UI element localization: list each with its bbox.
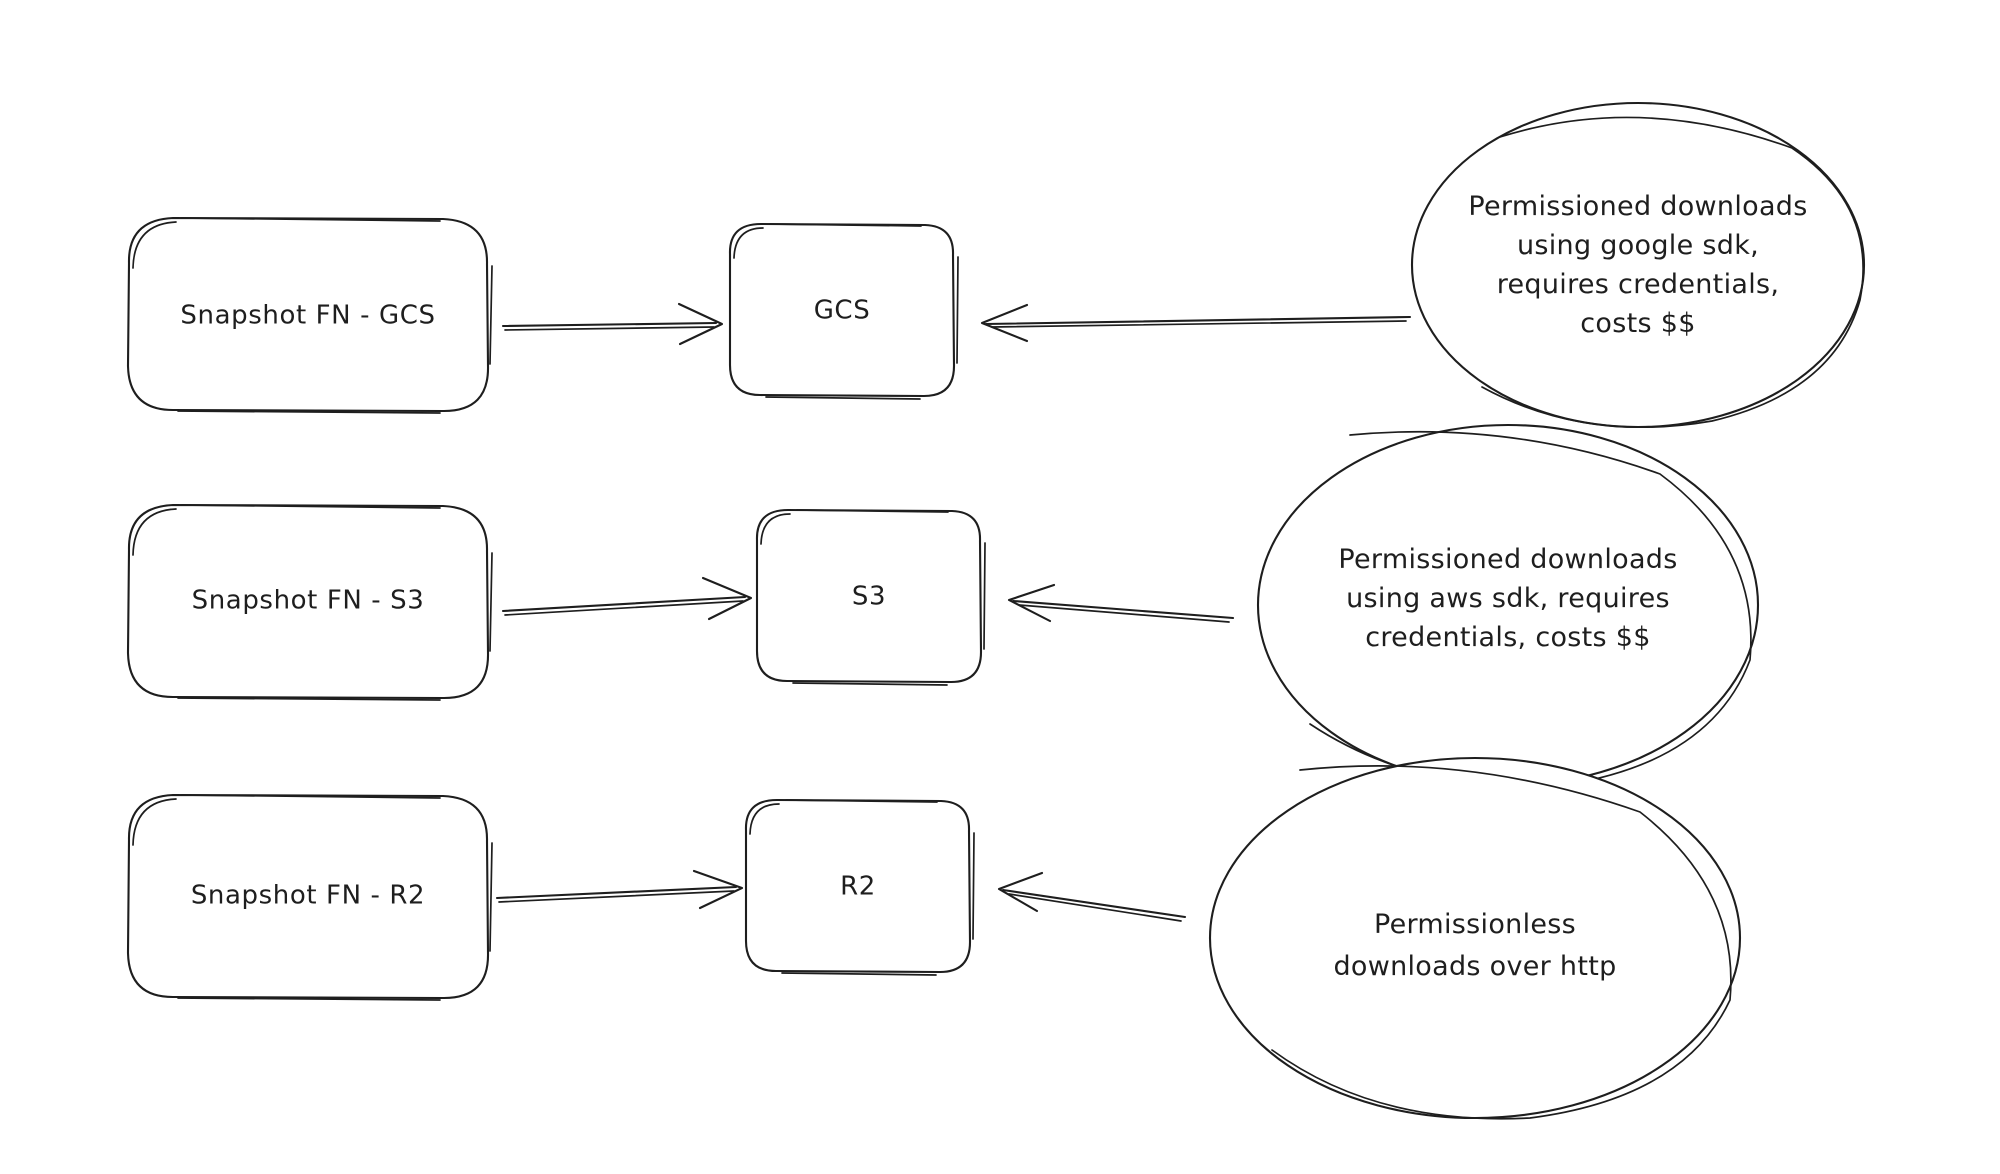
node-s3[interactable]: S3 — [755, 508, 986, 686]
node-label: R2 — [840, 872, 876, 902]
note-s3[interactable]: Permissioned downloads using aws sdk, re… — [1256, 423, 1760, 787]
note-line: downloads over http — [1333, 951, 1616, 982]
arrow-note-s3-to-s3[interactable] — [1007, 583, 1235, 623]
node-label: Snapshot FN - R2 — [191, 881, 425, 911]
arrow-snapshot-gcs-to-gcs[interactable] — [501, 302, 724, 346]
node-label: Snapshot FN - S3 — [192, 586, 425, 616]
note-r2[interactable]: Permissionless downloads over http — [1208, 756, 1742, 1120]
node-snapshot-fn-s3[interactable]: Snapshot FN - S3 — [126, 503, 493, 701]
arrow-snapshot-r2-to-r2[interactable] — [495, 869, 744, 910]
node-snapshot-fn-r2[interactable]: Snapshot FN - R2 — [126, 793, 493, 1001]
node-label: S3 — [852, 582, 886, 612]
row-gcs: Snapshot FN - GCS GCS Permissioned downl — [126, 101, 1866, 429]
arrow-snapshot-s3-to-s3[interactable] — [501, 576, 753, 621]
row-r2: Snapshot FN - R2 R2 Permissionless downl… — [126, 756, 1742, 1120]
node-r2[interactable]: R2 — [744, 798, 975, 976]
node-snapshot-fn-gcs[interactable]: Snapshot FN - GCS — [126, 216, 493, 414]
note-gcs[interactable]: Permissioned downloads using google sdk,… — [1410, 101, 1866, 429]
node-label: Snapshot FN - GCS — [180, 301, 435, 331]
note-line: costs $$ — [1580, 308, 1695, 339]
note-line: using aws sdk, requires — [1346, 583, 1670, 614]
note-line: Permissionless — [1374, 909, 1576, 940]
note-line: using google sdk, — [1517, 230, 1759, 261]
arrow-note-r2-to-r2[interactable] — [997, 871, 1187, 922]
row-s3: Snapshot FN - S3 S3 Permissioned downloa… — [126, 423, 1760, 787]
note-line: credentials, costs $$ — [1365, 622, 1651, 653]
note-line: Permissioned downloads — [1468, 191, 1807, 222]
note-line: requires credentials, — [1497, 269, 1780, 300]
arrow-note-gcs-to-gcs[interactable] — [980, 303, 1412, 343]
node-label: GCS — [814, 296, 871, 326]
node-gcs[interactable]: GCS — [728, 222, 959, 400]
note-line: Permissioned downloads — [1338, 544, 1677, 575]
